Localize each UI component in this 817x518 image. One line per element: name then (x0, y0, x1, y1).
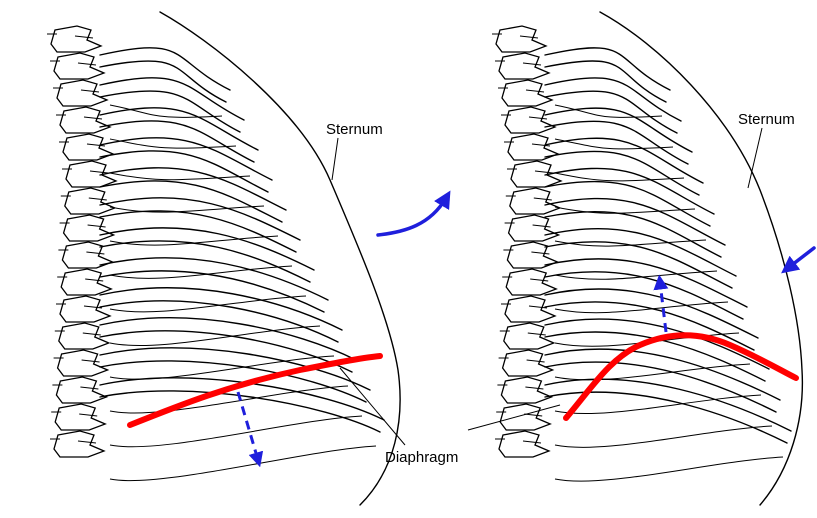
left-rib-back-curve (110, 173, 250, 180)
left-vertebra (54, 431, 104, 457)
left-rib-upper-edge (100, 168, 286, 210)
left-rib-lower-edge (100, 151, 268, 192)
right-rib-back-curve (555, 173, 684, 181)
right-vertebra (502, 80, 552, 106)
left-rib-upper-edge (100, 78, 244, 120)
right-vertebra (511, 161, 561, 187)
right-rib-back-curve (555, 105, 662, 117)
left-rib-upper-edge (100, 48, 230, 90)
left-rib-upper-edge (100, 258, 328, 300)
right-vertebra (499, 53, 549, 79)
right-ribcage: Sternum (492, 12, 814, 505)
left-rib-back-curve (110, 326, 320, 345)
left-vertebra (59, 323, 109, 349)
left-rib-back-curve (110, 206, 264, 212)
transition-arrow (378, 198, 446, 235)
left-vertebra (54, 53, 104, 79)
right-sternum-arrow (788, 248, 814, 268)
left-sternum-leader (332, 138, 338, 180)
right-rib-back-curve (555, 364, 750, 380)
left-vertebra (65, 188, 115, 214)
left-vertebra (51, 26, 101, 52)
left-diaphragm-arrow (238, 392, 258, 460)
diaphragm-label: Diaphragm (385, 449, 458, 466)
left-vertebra (56, 377, 106, 403)
left-rib-lower-edge (100, 211, 296, 252)
left-rib-back-curve (110, 446, 376, 481)
left-sternum-bone (160, 12, 400, 505)
right-vertebra (496, 26, 546, 52)
right-vertebra (501, 377, 551, 403)
right-vertebra (505, 296, 555, 322)
left-spine (47, 26, 116, 457)
left-ribcage: Sternum (47, 12, 400, 505)
left-vertebra (55, 404, 105, 430)
right-vertebra (509, 215, 559, 241)
right-vertebra (503, 350, 553, 376)
right-rib-back-curve (555, 457, 783, 481)
left-vertebra (64, 215, 114, 241)
right-vertebra (499, 431, 549, 457)
right-vertebra (506, 269, 556, 295)
left-rib-upper-edge (100, 288, 342, 330)
left-rib-upper-edge (100, 198, 300, 240)
left-vertebra (66, 161, 116, 187)
left-vertebra (61, 269, 111, 295)
left-vertebra (60, 107, 110, 133)
left-rib-lower-edge (100, 241, 310, 282)
right-vertebra (510, 188, 560, 214)
right-vertebra (504, 323, 554, 349)
right-vertebra (500, 404, 550, 430)
left-vertebra (57, 80, 107, 106)
right-sternum-label: Sternum (738, 111, 795, 128)
left-rib-upper-edge (100, 228, 314, 270)
left-ribs (100, 48, 384, 481)
left-rib-lower-edge (100, 181, 282, 222)
left-rib-upper-edge (100, 318, 356, 360)
right-diaphragm-arrow (660, 282, 666, 332)
right-spine (492, 26, 561, 457)
right-vertebra (505, 107, 555, 133)
left-vertebra (58, 350, 108, 376)
left-vertebra (60, 296, 110, 322)
right-rib-upper-edge (545, 48, 670, 90)
right-rib-back-curve (555, 426, 772, 447)
left-sternum-label: Sternum (326, 121, 383, 138)
